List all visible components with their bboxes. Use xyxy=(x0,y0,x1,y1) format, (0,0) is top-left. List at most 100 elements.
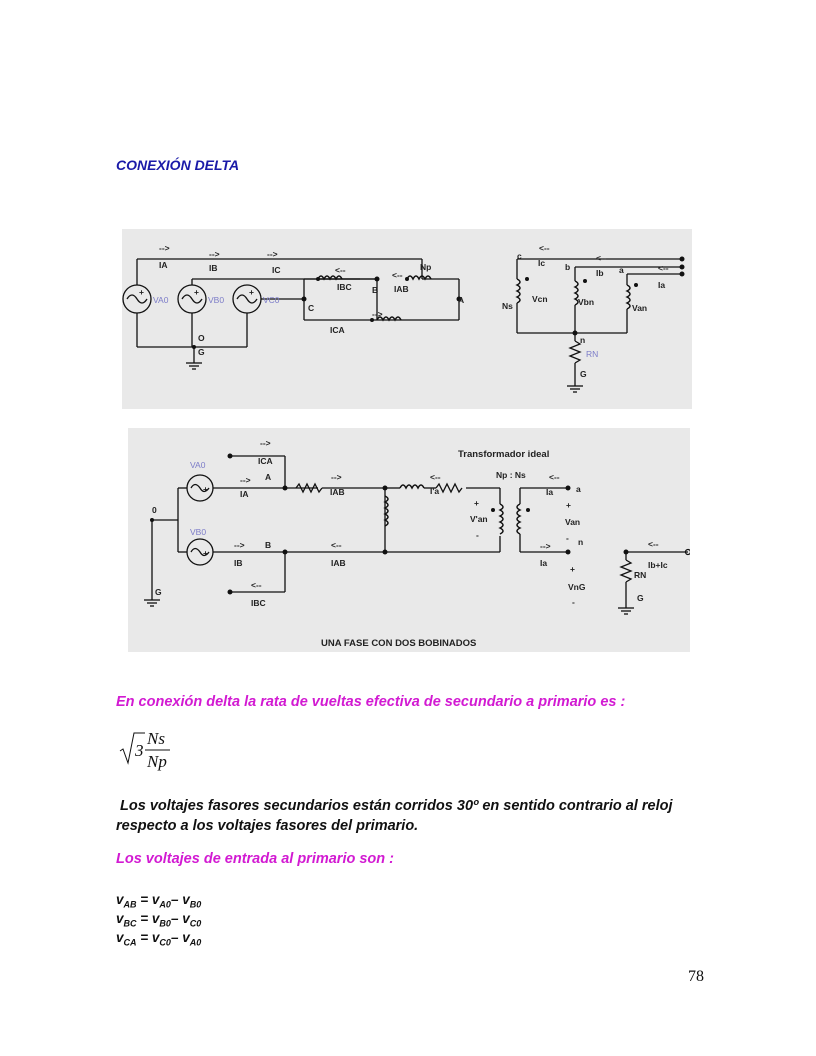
node-c: C xyxy=(308,303,314,313)
arrow-iblc: <-- xyxy=(648,539,659,549)
label-a-sec: a xyxy=(576,484,581,494)
label-ic-sec: Ic xyxy=(538,258,545,268)
formula-denominator: Np xyxy=(146,752,167,771)
label-ratio: Np : Ns xyxy=(496,470,526,480)
arrow-iab-top: --> xyxy=(331,472,342,482)
label-g-left: G xyxy=(155,587,162,597)
label-ia-sec-fig2: Ia xyxy=(546,487,553,497)
plus-va0-fig2: + xyxy=(203,484,208,494)
label-vng: VnG xyxy=(568,582,586,592)
label-vcn: Vcn xyxy=(532,294,548,304)
label-iab-top: IAB xyxy=(330,487,345,497)
arrow-ia: --> xyxy=(159,243,170,253)
plus-vb0: + xyxy=(194,287,199,297)
arrow-ia-sec: <-- xyxy=(658,263,669,273)
label-g-right: G xyxy=(637,593,644,603)
formula-numerator: Ns xyxy=(146,729,165,748)
label-va0: VA0 xyxy=(153,295,169,305)
label-ipa: I'a xyxy=(430,486,439,496)
arrow-ib-fig2: --> xyxy=(234,540,245,550)
label-n: n xyxy=(580,335,585,345)
label-vb0-fig2: VB0 xyxy=(190,527,206,537)
arrow-iab: <-- xyxy=(392,270,403,280)
arrow-ic-sec: <-- xyxy=(539,243,550,253)
label-ib-sec: Ib xyxy=(596,268,604,278)
ground-g-secondary: G xyxy=(580,369,587,379)
single-phase-two-winding-diagram: VA0 VB0 + + 0 G --> ICA A --> IA --> IAB… xyxy=(128,428,690,652)
arrow-iab-bot: <-- xyxy=(331,540,342,550)
label-ibc-fig2: IBC xyxy=(251,598,266,608)
label-va0-fig2: VA0 xyxy=(190,460,206,470)
delta-connection-diagram: --> IA --> IB --> IC + + + VA0 VB0 VC0 <… xyxy=(122,229,692,409)
equation-vab: vAB = vA0– vB0 xyxy=(116,892,202,910)
label-van: Van xyxy=(632,303,647,313)
plus-vc0: + xyxy=(249,287,254,297)
phase-shift-text: Los voltajes fasores secundarios están c… xyxy=(116,798,673,834)
arrow-ibc-fig2: <-- xyxy=(251,580,262,590)
plus-van: + xyxy=(566,500,571,510)
plus-va0: + xyxy=(139,287,144,297)
label-vpan: V'an xyxy=(470,514,488,524)
arrow-ica: --> xyxy=(372,309,383,319)
label-ia-low: Ia xyxy=(540,558,547,568)
label-ns: Ns xyxy=(502,301,513,311)
arrow-ib-sec: <-- xyxy=(596,253,607,263)
arrow-ica-fig2: --> xyxy=(260,438,271,448)
label-rn: RN xyxy=(586,349,598,359)
terminal-a: a xyxy=(619,265,624,275)
arrow-ibc: <-- xyxy=(335,265,346,275)
node-b: B xyxy=(372,285,378,295)
label-ia-sec: Ia xyxy=(658,280,665,290)
arrow-ia-sec-fig2: <-- xyxy=(549,472,560,482)
label-transformador: Transformador ideal xyxy=(458,449,549,460)
label-iab-bot: IAB xyxy=(331,558,346,568)
label-ica-fig2: ICA xyxy=(258,456,273,466)
label-vbn: Vbn xyxy=(578,297,594,307)
label-a-node: A xyxy=(265,472,271,482)
label-ia-fig2: IA xyxy=(240,489,249,499)
label-ica: ICA xyxy=(330,325,345,335)
minus-vng: - xyxy=(572,597,575,607)
arrow-ic: --> xyxy=(267,249,278,259)
plus-vb0-fig2: + xyxy=(203,548,208,558)
minus-vpan: - xyxy=(476,530,479,540)
node-a: A xyxy=(458,295,464,305)
ratio-statement: En conexión delta la rata de vueltas efe… xyxy=(116,694,626,710)
arrow-ia-low: --> xyxy=(540,541,551,551)
label-ib: IB xyxy=(209,263,218,273)
turns-ratio-formula: 3 Ns Np xyxy=(118,726,178,777)
label-ia: IA xyxy=(159,260,168,270)
sqrt-radicand: 3 xyxy=(134,741,144,760)
figure-caption: UNA FASE CON DOS BOBINADOS xyxy=(321,638,476,649)
phase-shift-paragraph: Los voltajes fasores secundarios están c… xyxy=(116,796,706,836)
plus-vng: + xyxy=(570,564,575,574)
label-ibc: IBC xyxy=(337,282,352,292)
label-b-node: B xyxy=(265,540,271,550)
equation-vbc: vBC = vB0– vC0 xyxy=(116,911,202,929)
terminal-c: c xyxy=(517,251,522,261)
plus-vpan: + xyxy=(474,498,479,508)
label-zero: 0 xyxy=(152,505,157,515)
label-ic: IC xyxy=(272,265,281,275)
label-iab: IAB xyxy=(394,284,409,294)
section-heading: CONEXIÓN DELTA xyxy=(116,157,240,173)
label-vb0: VB0 xyxy=(208,295,224,305)
arrow-ib: --> xyxy=(209,249,220,259)
terminal-b: b xyxy=(565,262,570,272)
page-number: 78 xyxy=(688,968,704,985)
label-rn-fig2: RN xyxy=(634,570,646,580)
neutral-o: O xyxy=(198,333,205,343)
label-np: Np xyxy=(420,262,431,272)
voltage-equations: vAB = vA0– vB0 vBC = vB0– vC0 vCA = vC0–… xyxy=(116,890,202,948)
label-vc0: VC0 xyxy=(263,295,280,305)
equation-vca: vCA = vC0– vA0 xyxy=(116,930,202,948)
arrow-ia-fig2: --> xyxy=(240,475,251,485)
ground-g-primary: G xyxy=(198,347,205,357)
inputs-heading: Los voltajes de entrada al primario son … xyxy=(116,851,394,867)
label-van-fig2: Van xyxy=(565,517,580,527)
label-ib-fig2: IB xyxy=(234,558,243,568)
label-n-fig2: n xyxy=(578,537,583,547)
label-iblc: Ib+Ic xyxy=(648,560,668,570)
minus-van: - xyxy=(566,533,569,543)
arrow-ipa: <-- xyxy=(430,472,441,482)
